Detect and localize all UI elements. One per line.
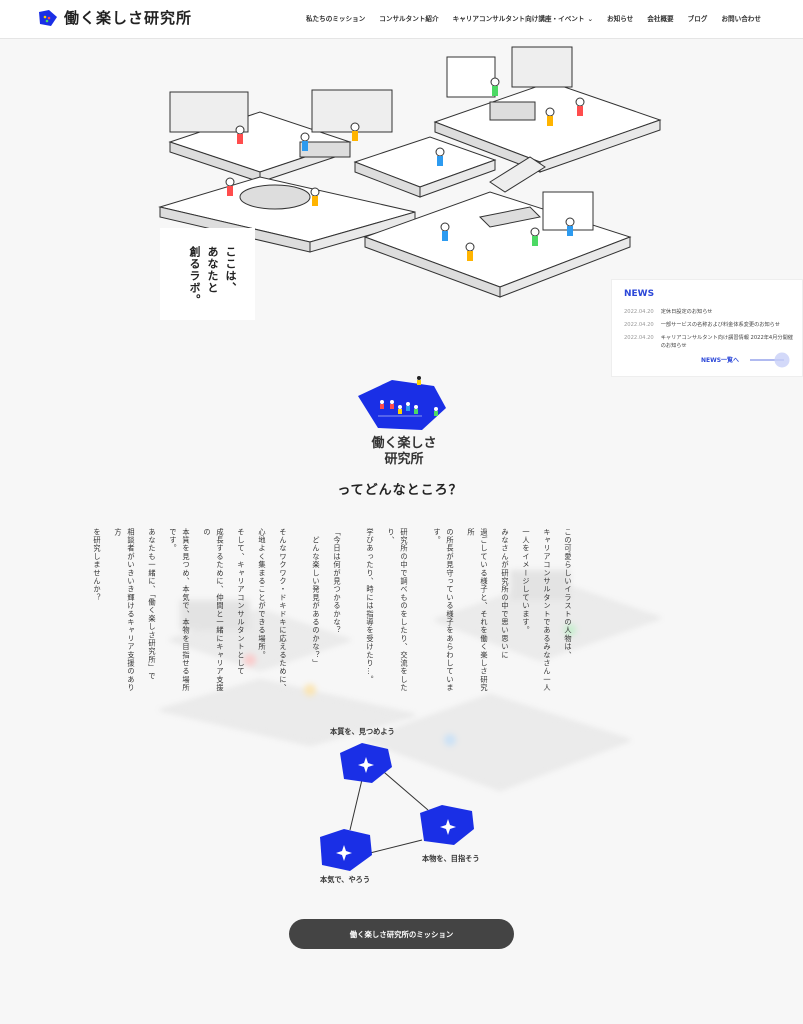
about-text-line: あなたも一緒に、「働く楽しさ研究所」で bbox=[148, 528, 157, 681]
news-list-link[interactable]: NEWS一覧へ bbox=[701, 357, 740, 364]
about-text-line bbox=[419, 528, 423, 698]
lab-name-line-2: 研究所 bbox=[384, 452, 424, 468]
lab-logo-icon bbox=[358, 376, 446, 430]
news-date: 2022.04.20 bbox=[624, 322, 654, 328]
about-text-line: どんな楽しい発見があるのかな？」 bbox=[312, 528, 321, 668]
arrow-right-icon[interactable] bbox=[750, 352, 792, 368]
chevron-down-icon: ⌄ bbox=[587, 15, 594, 23]
tagline-line-1: ここは、 bbox=[224, 246, 237, 294]
tagline-line-3: 創るラボ。 bbox=[188, 246, 201, 306]
value-right-shape bbox=[420, 805, 474, 845]
about-text-line: みなさんが研究所の中で思い思いに bbox=[501, 528, 510, 660]
tagline-line-2: あなたと bbox=[206, 246, 219, 294]
about-text-line: 相談者がいきいき輝けるキャリア支援のあり方 bbox=[114, 528, 136, 692]
blurred-illustration bbox=[158, 570, 662, 791]
news-title: キャリアコンサルタント向け講習情報 2022年4月分開催のお知らせ bbox=[660, 335, 793, 349]
value-right-label: 本物を、目指そう bbox=[422, 854, 480, 863]
site-header: 働く楽しさ研究所 私たちのミッション コンサルタント紹介 キャリアコンサルタント… bbox=[0, 0, 803, 39]
value-left-shape bbox=[320, 829, 372, 871]
lab-name: 働く楽しさ 研究所 bbox=[354, 436, 454, 469]
about-text-line bbox=[352, 528, 356, 698]
value-top-shape bbox=[340, 743, 392, 783]
about-text-line: 学びあったり、時には指導を受けたり…。 bbox=[366, 528, 375, 684]
about-text-line bbox=[298, 528, 302, 698]
about-text-line: 研究所の中で調べものをしたり、交流をしたり、 bbox=[387, 528, 409, 692]
news-item[interactable]: 2022.04.20 キャリアコンサルタント向け講習情報 2022年4月分開催の… bbox=[624, 335, 794, 351]
news-date: 2022.04.20 bbox=[624, 335, 654, 341]
about-text-line: この可愛らしいイラストの人物は、 bbox=[564, 528, 573, 660]
site-logo[interactable]: 働く楽しさ研究所 bbox=[36, 7, 192, 28]
about-text-line: そして、キャリアコンサルタントとして bbox=[237, 528, 246, 676]
lab-name-line-1: 働く楽しさ bbox=[371, 436, 437, 451]
nav-company[interactable]: 会社概要 bbox=[647, 15, 674, 23]
about-text-line: 「今日は何が見つかるかな？ bbox=[333, 528, 342, 635]
about-text-line: 心地よく集まることができる場所。 bbox=[258, 528, 267, 660]
about-text-line: の所長が見守っている様子をあらわしています。 bbox=[433, 528, 455, 692]
mission-button[interactable]: 働く楽しさ研究所のミッション bbox=[289, 919, 514, 949]
values-diagram-graphic bbox=[320, 743, 474, 871]
news-item[interactable]: 2022.04.20 定休日設定のお知らせ bbox=[624, 309, 794, 317]
about-title: ってどんなところ？ bbox=[337, 483, 463, 498]
news-title: 定休日設定のお知らせ bbox=[660, 309, 713, 315]
news-heading: NEWS bbox=[624, 289, 655, 299]
nav-courses-label: キャリアコンサルタント向け講座・イベント bbox=[452, 15, 585, 23]
about-text-line: 一人をイメージしています。 bbox=[522, 528, 531, 635]
nav-consultants[interactable]: コンサルタント紹介 bbox=[379, 15, 439, 23]
nav-blog[interactable]: ブログ bbox=[687, 15, 708, 23]
value-top-label: 本質を、見つめよう bbox=[330, 727, 395, 736]
logo-mark-icon bbox=[39, 9, 57, 26]
value-left-label: 本気で、やろう bbox=[320, 875, 371, 884]
about-text-line: 成長するために、仲間と一緒にキャリア支援の bbox=[203, 528, 225, 692]
global-nav: 私たちのミッション コンサルタント紹介 キャリアコンサルタント向け講座・イベント… bbox=[306, 13, 761, 23]
about-text-line: を研究しませんか？ bbox=[93, 528, 102, 602]
news-date: 2022.04.20 bbox=[624, 309, 654, 315]
values-diagram: 本質を、見つめよう 本物を、目指そう 本気で、やろう bbox=[310, 725, 500, 890]
news-title: 一部サービスの名称および料金体系変更のお知らせ bbox=[660, 322, 780, 328]
about-text-line: キャリアコンサルタントであるみなさん一人 bbox=[543, 528, 552, 692]
about-text-line: 過ごしている様子と、それを働く楽しさ研究所 bbox=[467, 528, 489, 692]
about-text-line: そんなワクワク・ドキドキに応えるために、 bbox=[279, 528, 288, 692]
nav-news[interactable]: お知らせ bbox=[607, 15, 634, 23]
nav-courses-events[interactable]: キャリアコンサルタント向け講座・イベント⌄ bbox=[453, 13, 593, 23]
lab-illustration bbox=[158, 46, 662, 298]
logo-text: 働く楽しさ研究所 bbox=[64, 9, 193, 27]
nav-contact[interactable]: お問い合わせ bbox=[721, 15, 761, 23]
about-text: この可愛らしいイラストの人物は、 キャリアコンサルタントであるみなさん一人 一人をイ… bbox=[83, 528, 575, 698]
about-text-line: 本質を見つめ、本気で、本物を目指せる場所です。 bbox=[169, 528, 191, 692]
nav-mission[interactable]: 私たちのミッション bbox=[305, 15, 366, 23]
hero-tagline: ここは、 あなたと 創るラボ。 bbox=[160, 228, 255, 320]
news-box: NEWS 2022.04.20 定休日設定のお知らせ 2022.04.20 一部… bbox=[611, 279, 803, 377]
news-item[interactable]: 2022.04.20 一部サービスの名称および料金体系変更のお知らせ bbox=[624, 322, 794, 330]
